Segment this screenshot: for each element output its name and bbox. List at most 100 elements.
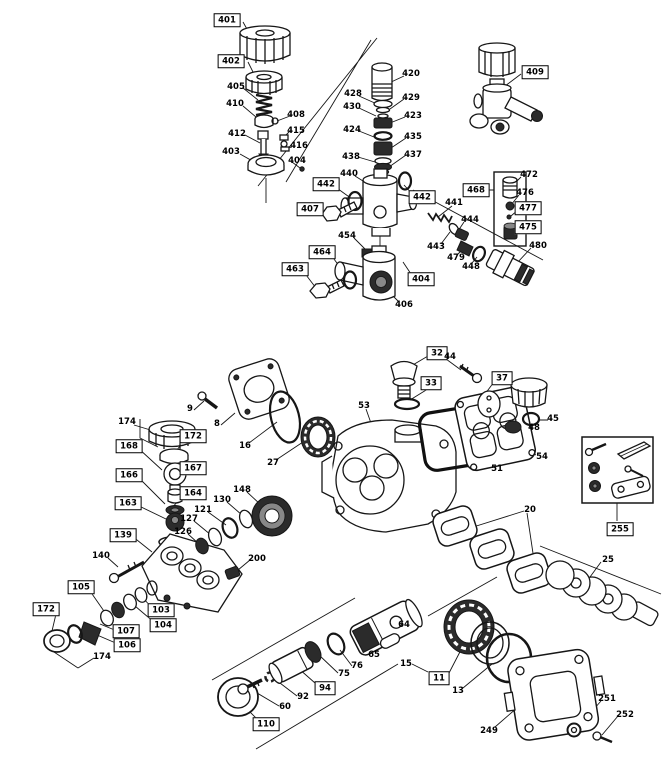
pump-head-manifold <box>141 533 243 613</box>
part-label-420: 420 <box>402 68 420 79</box>
part-label-409: 409 <box>521 65 549 79</box>
seal-75 <box>304 641 322 663</box>
part-label-403: 403 <box>222 146 240 157</box>
part-label-174: 174 <box>118 416 136 427</box>
part-label-255: 255 <box>606 522 634 536</box>
part-label-440: 440 <box>340 168 358 179</box>
seal-stack-lower-left <box>43 587 148 653</box>
part-label-126: 126 <box>174 526 192 537</box>
part-label-423: 423 <box>404 110 422 121</box>
breather-37 <box>477 377 548 434</box>
part-label-480: 480 <box>529 240 547 251</box>
oil-cap-32 <box>390 360 418 399</box>
part-label-464: 464 <box>308 245 336 259</box>
part-label-54: 54 <box>536 451 548 462</box>
part-label-251: 251 <box>598 693 616 704</box>
part-label-11: 11 <box>428 671 450 685</box>
part-label-104: 104 <box>149 618 177 632</box>
construction-lines <box>50 37 662 750</box>
screw-252 <box>592 731 613 744</box>
part-label-442: 442 <box>312 177 340 191</box>
part-label-168: 168 <box>115 439 143 453</box>
part-label-435: 435 <box>404 131 422 142</box>
valve-stack-washers <box>373 99 393 175</box>
adjust-cap <box>245 70 283 95</box>
part-label-174: 174 <box>93 651 111 662</box>
hardware-kit-255 <box>581 436 654 504</box>
part-label-139: 139 <box>109 528 137 542</box>
part-label-20: 20 <box>524 504 536 515</box>
bearing-cover-249 <box>503 648 606 741</box>
o-ring-464 <box>342 270 358 290</box>
part-label-448: 448 <box>462 261 480 272</box>
o-ring-dot <box>299 166 305 172</box>
piston-guide-65 <box>349 598 423 656</box>
part-label-444: 444 <box>461 214 479 225</box>
bolt-60 <box>237 678 263 695</box>
part-label-252: 252 <box>616 709 634 720</box>
seal-washer-chain <box>195 509 254 555</box>
o-ring-442-right <box>397 171 413 191</box>
part-label-441: 441 <box>445 197 463 208</box>
part-label-166: 166 <box>115 468 143 482</box>
part-label-410: 410 <box>226 98 244 109</box>
part-label-428: 428 <box>344 88 362 99</box>
part-label-110: 110 <box>252 717 280 731</box>
part-label-430: 430 <box>343 101 361 112</box>
part-label-121: 121 <box>194 504 212 515</box>
part-label-48: 48 <box>528 422 540 433</box>
ring-76 <box>326 632 346 656</box>
part-label-163: 163 <box>114 496 142 510</box>
bolt-44 <box>459 363 483 384</box>
part-label-438: 438 <box>342 151 360 162</box>
stud-140 <box>108 560 145 584</box>
part-label-60: 60 <box>279 701 291 712</box>
part-label-140: 140 <box>92 550 110 561</box>
part-label-468: 468 <box>462 183 490 197</box>
thermal-valve-480 <box>485 249 535 287</box>
retainer-nut <box>247 154 285 176</box>
part-label-64: 64 <box>398 619 410 630</box>
part-label-475: 475 <box>514 220 542 234</box>
part-label-13: 13 <box>452 685 464 696</box>
mounting-flange <box>228 358 290 420</box>
part-label-127: 127 <box>180 513 198 524</box>
part-label-415: 415 <box>287 125 305 136</box>
part-label-9: 9 <box>187 403 193 414</box>
cap-gasket-33 <box>393 397 421 411</box>
part-label-25: 25 <box>602 554 614 565</box>
part-label-106: 106 <box>113 638 141 652</box>
part-label-75: 75 <box>338 668 350 679</box>
part-label-65: 65 <box>368 649 380 660</box>
part-label-172: 172 <box>179 429 207 443</box>
part-label-402: 402 <box>217 54 245 68</box>
part-label-424: 424 <box>343 124 361 135</box>
part-label-405: 405 <box>227 81 245 92</box>
part-label-401: 401 <box>213 13 241 27</box>
part-label-130: 130 <box>213 494 231 505</box>
part-label-477: 477 <box>514 201 542 215</box>
part-label-442: 442 <box>408 190 436 204</box>
valve-poppet-163 <box>165 512 185 532</box>
part-label-53: 53 <box>358 400 370 411</box>
part-label-167: 167 <box>179 461 207 475</box>
pin-64 <box>379 633 401 649</box>
part-label-45: 45 <box>547 413 559 424</box>
bearing-race <box>470 621 510 665</box>
part-label-172: 172 <box>32 602 60 616</box>
hex-plug-463 <box>309 279 345 299</box>
part-label-443: 443 <box>427 241 445 252</box>
part-label-407: 407 <box>296 202 324 216</box>
valve-plug <box>371 62 393 102</box>
part-label-429: 429 <box>402 92 420 103</box>
part-label-51: 51 <box>491 463 503 474</box>
part-label-32: 32 <box>426 346 448 360</box>
part-label-103: 103 <box>147 603 175 617</box>
part-label-454: 454 <box>338 230 356 241</box>
part-label-472: 472 <box>520 169 538 180</box>
o-ring-442-left <box>347 190 363 212</box>
pin-200 <box>224 565 241 580</box>
piston-clamps-20 <box>432 505 552 594</box>
